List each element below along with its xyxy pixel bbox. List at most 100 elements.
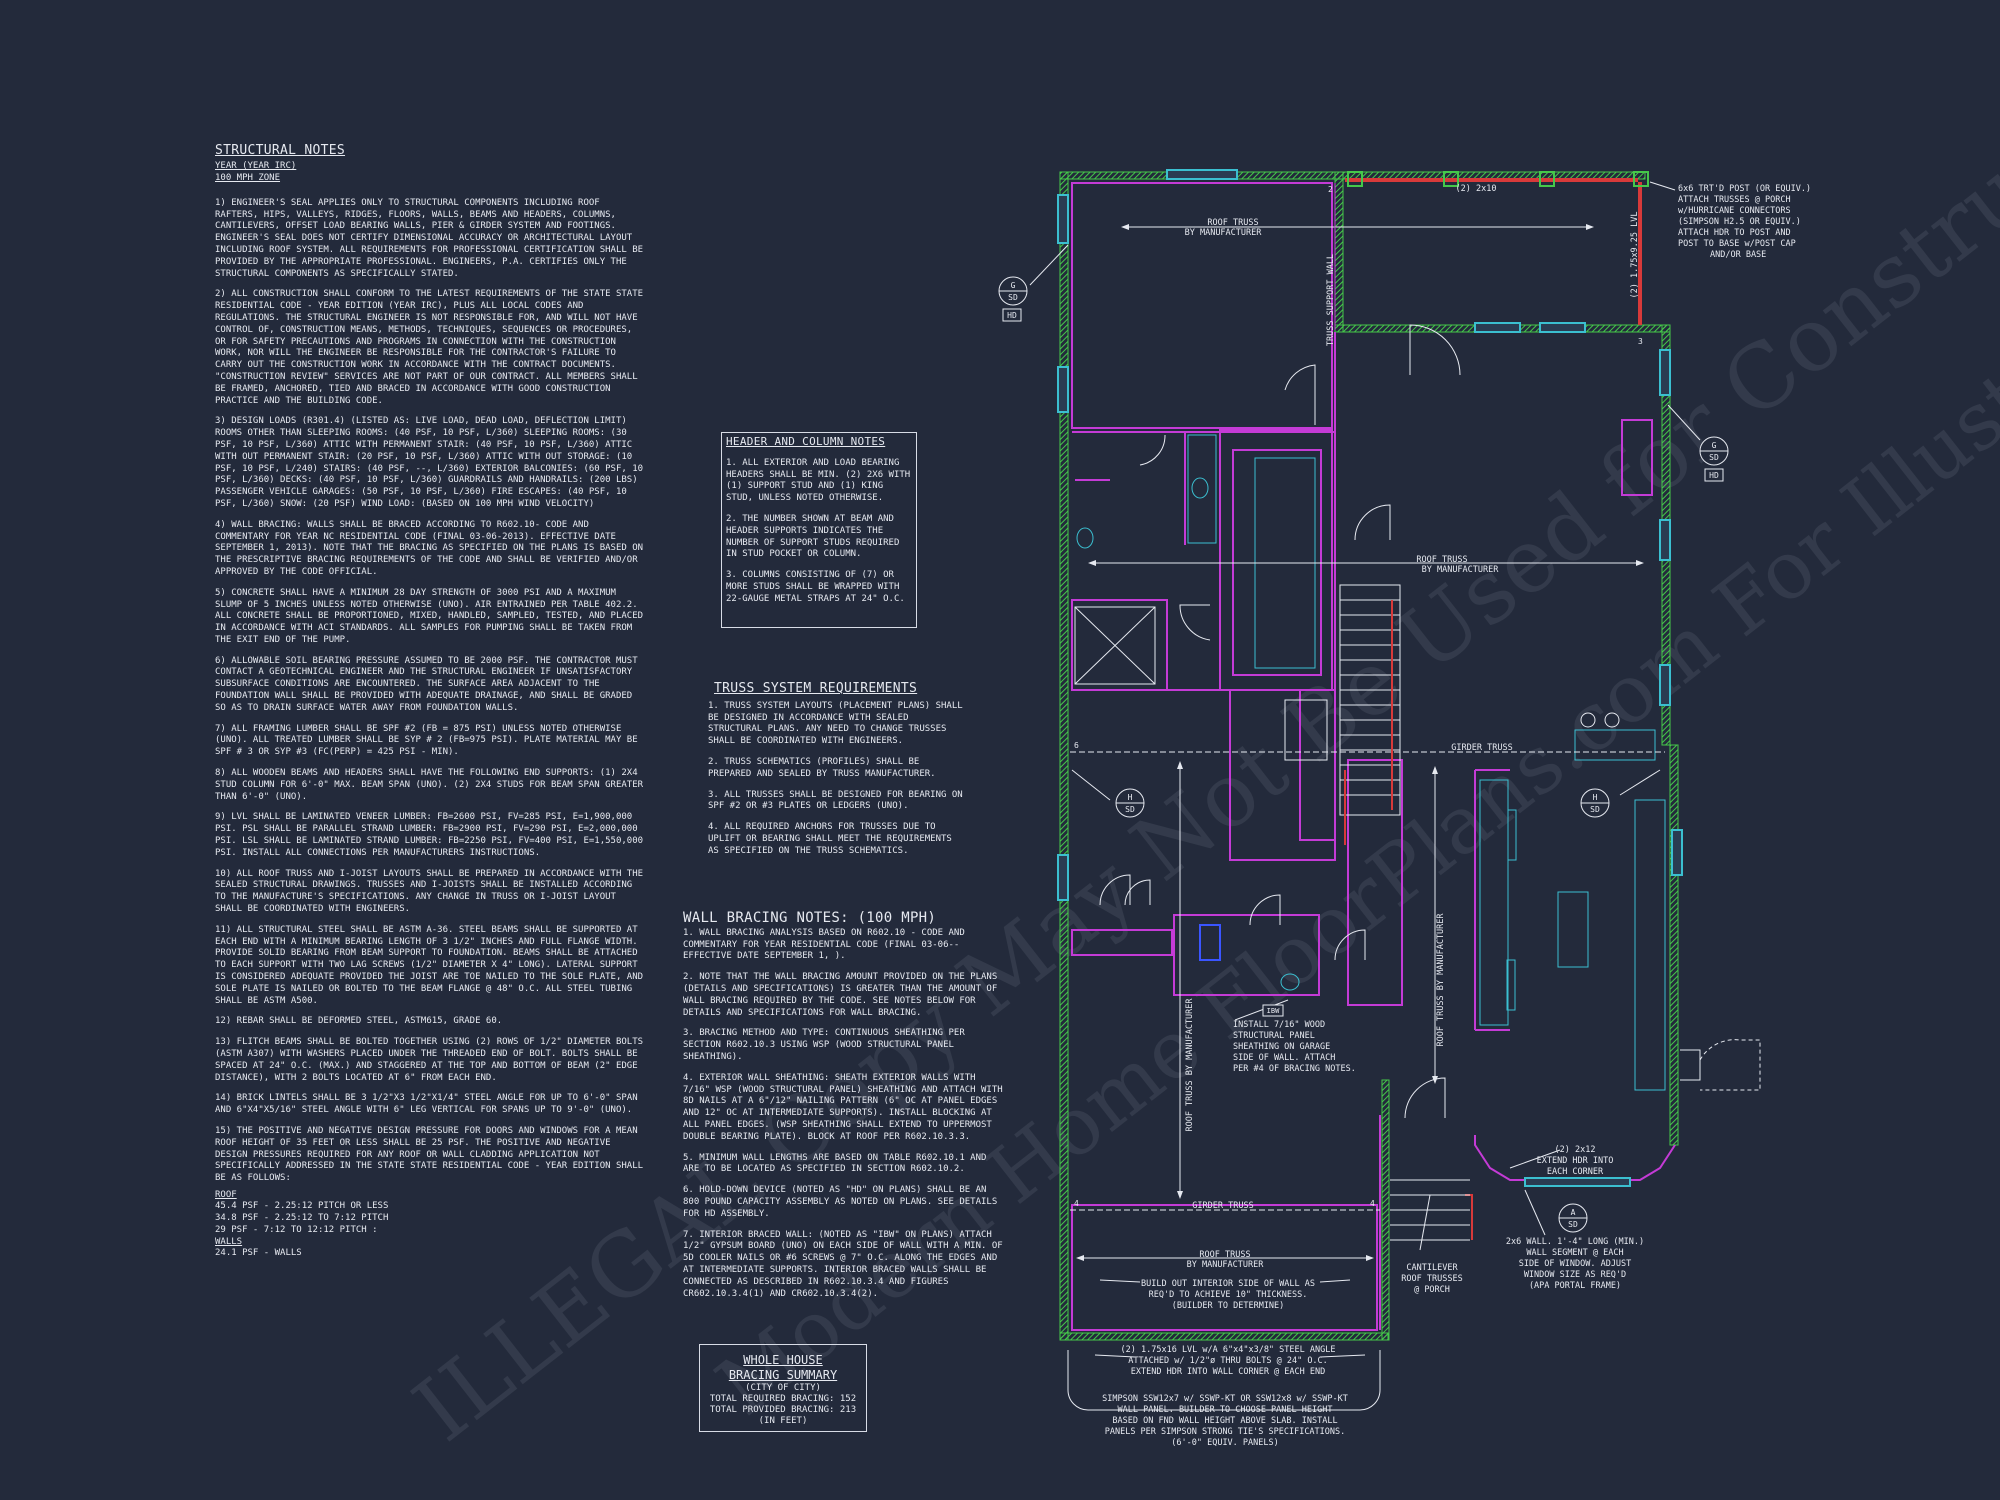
truss-requirements-title: TRUSS SYSTEM REQUIREMENTS — [714, 681, 918, 696]
svg-text:G: G — [1011, 281, 1016, 290]
svg-text:ROOF TRUSS: ROOF TRUSS — [1207, 218, 1258, 228]
svg-text:A: A — [1571, 1208, 1576, 1217]
svg-text:ROOF TRUSS: ROOF TRUSS — [1416, 555, 1467, 565]
svg-text:(2) 1.75x16 LVL w/A 6"x4"x3/8": (2) 1.75x16 LVL w/A 6"x4"x3/8" STEEL ANG… — [1121, 1345, 1336, 1355]
svg-text:(BUILDER TO DETERMINE): (BUILDER TO DETERMINE) — [1172, 1301, 1285, 1311]
truss-system-requirements: TRUSS SYSTEM REQUIREMENTS 1. TRUSS SYSTE… — [708, 681, 963, 867]
svg-text:SIDE OF WALL. ATTACH: SIDE OF WALL. ATTACH — [1233, 1053, 1335, 1063]
structural-note-2: 2) ALL CONSTRUCTION SHALL CONFORM TO THE… — [215, 289, 644, 406]
structural-note-4: 4) WALL BRACING: WALLS SHALL BE BRACED A… — [215, 519, 644, 577]
svg-text:H: H — [1128, 793, 1133, 802]
header-note-3: 3. COLUMNS CONSISTING OF (7) OR MORE STU… — [726, 570, 905, 604]
svg-text:STRUCTURAL PANEL: STRUCTURAL PANEL — [1233, 1031, 1315, 1041]
svg-text:AND/OR BASE: AND/OR BASE — [1710, 250, 1766, 260]
structural-note-7: 7) ALL FRAMING LUMBER SHALL BE SPF #2 (F… — [215, 723, 638, 758]
bracing-units: (IN FEET) — [758, 1416, 808, 1426]
structural-note-14: 14) BRICK LINTELS SHALL BE 3 1/2"x3 1/2"… — [215, 1093, 638, 1116]
svg-text:6x6 TRT'D POST (OR EQUIV.): 6x6 TRT'D POST (OR EQUIV.) — [1678, 184, 1811, 194]
simpson-callout: SIMPSON SSW12x7 w/ SSWP-KT OR SSW12x8 w/… — [1102, 1394, 1348, 1448]
truss-requirement-3: 3. ALL TRUSSES SHALL BE DESIGNED FOR BEA… — [708, 789, 963, 812]
structural-note-15: 15) THE POSITIVE AND NEGATIVE DESIGN PRE… — [215, 1125, 644, 1184]
wall-bracing-note-7: 7. INTERIOR BRACED WALL: (NOTED AS "IBW"… — [683, 1229, 1003, 1299]
bracing-summary-title: WHOLE HOUSE — [743, 1353, 823, 1367]
structural-notes: STRUCTURAL NOTES YEAR (YEAR IRC) 100 mph… — [215, 144, 645, 1260]
svg-text:6: 6 — [1074, 741, 1079, 750]
stair — [1339, 584, 1401, 845]
structural-note-13: 13) FLITCH BEAMS SHALL BE BOLTED TOGETHE… — [215, 1037, 644, 1083]
svg-text:EACH CORNER: EACH CORNER — [1547, 1167, 1604, 1177]
wall-bracing-notes: WALL BRACING NOTES: (100 MPH) 1. WALL BR… — [683, 910, 1003, 1309]
svg-text:POST TO BASE w/POST CAP: POST TO BASE w/POST CAP — [1678, 239, 1796, 249]
svg-text:WINDOW SIZE AS REQ'D: WINDOW SIZE AS REQ'D — [1524, 1270, 1626, 1280]
svg-text:GIRDER TRUSS: GIRDER TRUSS — [1192, 1201, 1253, 1211]
plan-numbers: 2 3 6 4 4 — [1074, 185, 1643, 1208]
svg-text:(6'-0" EQUIV. PANELS): (6'-0" EQUIV. PANELS) — [1171, 1438, 1278, 1448]
wall-bracing-note-2: 2. NOTE THAT THE WALL BRACING AMOUNT PRO… — [683, 972, 998, 1018]
svg-text:(2) 2x12: (2) 2x12 — [1555, 1145, 1596, 1155]
svg-text:4: 4 — [1370, 1199, 1375, 1208]
truss-requirement-4: 4. ALL REQUIRED ANCHORS FOR TRUSSES DUE … — [708, 822, 952, 856]
roof-pressure-line: 29 PSF - 7:12 TO 12:12 PITCH : — [215, 1224, 378, 1235]
install-callout: INSTALL 7/16" WOOD STRUCTURAL PANEL SHEA… — [1233, 1020, 1356, 1074]
wall-segment-callout: 2x6 WALL. 1'-4" LONG (MIN.) WALL SEGMENT… — [1506, 1237, 1644, 1291]
structural-note-8: 8) ALL WOODEN BEAMS AND HEADERS SHALL HA… — [215, 768, 644, 802]
bracing-required: TOTAL REQUIRED BRACING: 152 — [709, 1394, 857, 1404]
svg-text:CANTILEVER: CANTILEVER — [1406, 1263, 1458, 1273]
svg-text:INSTALL 7/16" WOOD: INSTALL 7/16" WOOD — [1233, 1020, 1325, 1030]
truss-span-arrows — [1070, 183, 1665, 1261]
svg-text:SD: SD — [1709, 453, 1719, 462]
wall-bracing-title: WALL BRACING NOTES: (100 MPH) — [683, 910, 937, 926]
section-tag-labels: G SD HD G SD HD H SD H SD A SD IBW — [1007, 281, 1719, 1229]
svg-text:EXTEND HDR INTO: EXTEND HDR INTO — [1537, 1156, 1614, 1166]
structural-note-12: 12) REBAR SHALL BE DEFORMED STEEL, ASTM6… — [215, 1016, 503, 1027]
svg-text:ATTACHED w/ 1/2"ø THRU BOLTS @: ATTACHED w/ 1/2"ø THRU BOLTS @ 24" O.C. — [1128, 1356, 1328, 1366]
svg-text:SD: SD — [1008, 293, 1018, 302]
svg-text:PER #4 OF BRACING NOTES.: PER #4 OF BRACING NOTES. — [1233, 1064, 1356, 1074]
leader-lines — [1029, 181, 1701, 1358]
structural-note-10: 10) ALL ROOF TRUSS AND I-JOIST LAYOUTS S… — [215, 868, 644, 915]
svg-text:w/HURRICANE CONNECTORS: w/HURRICANE CONNECTORS — [1678, 206, 1791, 216]
svg-text:BY MANUFACTURER: BY MANUFACTURER — [1422, 565, 1500, 575]
plan-labels: ROOF TRUSS BY MANUFACTURER ROOF TRUSS BY… — [1185, 184, 1640, 1270]
header-note-1: 1. ALL EXTERIOR AND LOAD BEARING HEADERS… — [726, 457, 911, 504]
wall-bracing-note-5: 5. MINIMUM WALL LENGTHS ARE BASED ON TAB… — [683, 1152, 987, 1175]
structural-note-11: 11) ALL STRUCTURAL STEEL SHALL BE ASTM A… — [215, 924, 644, 1006]
svg-text:BASED ON FND WALL HEIGHT ABOVE: BASED ON FND WALL HEIGHT ABOVE SLAB. INS… — [1112, 1416, 1337, 1426]
svg-text:BY MANUFACTURER: BY MANUFACTURER — [1185, 228, 1263, 238]
svg-text:WALL SEGMENT @ EACH: WALL SEGMENT @ EACH — [1526, 1248, 1623, 1258]
bracing-summary-box: WHOLE HOUSE BRACING SUMMARY (CITY OF CIT… — [699, 1344, 867, 1432]
svg-text:HD: HD — [1007, 311, 1017, 320]
porch-beam — [1345, 171, 1649, 1240]
header-column-notes-box: HEADER AND COLUMN NOTES 1. ALL EXTERIOR … — [721, 432, 917, 628]
svg-text:GIRDER TRUSS: GIRDER TRUSS — [1451, 743, 1512, 753]
svg-text:SIDE OF WINDOW. ADJUST: SIDE OF WINDOW. ADJUST — [1519, 1259, 1632, 1269]
build-out-callout: BUILD OUT INTERIOR SIDE OF WALL AS REQ'D… — [1141, 1279, 1315, 1311]
svg-text:ATTACH TRUSSES @ PORCH: ATTACH TRUSSES @ PORCH — [1678, 195, 1791, 205]
structural-note-1: 1) ENGINEER'S SEAL APPLIES ONLY TO STRUC… — [215, 197, 644, 279]
header-note-2: 2. THE NUMBER SHOWN AT BEAM AND HEADER S… — [726, 513, 900, 560]
truss-requirement-1: 1. TRUSS SYSTEM LAYOUTS (PLACEMENT PLANS… — [708, 700, 963, 747]
bracing-summary-city: (CITY OF CITY) — [745, 1383, 821, 1393]
structural-notes-zone: 100 mph ZONE — [215, 172, 281, 183]
svg-text:PANELS PER SIMPSON STRONG TIE': PANELS PER SIMPSON STRONG TIE'S SPECIFIC… — [1105, 1427, 1346, 1437]
svg-text:REQ'D TO ACHIEVE 10" THICKNESS: REQ'D TO ACHIEVE 10" THICKNESS. — [1149, 1290, 1308, 1300]
svg-text:BY MANUFACTURER: BY MANUFACTURER — [1187, 1260, 1265, 1270]
svg-text:ROOF TRUSS: ROOF TRUSS — [1199, 1250, 1250, 1260]
wall-bracing-note-3: 3. BRACING METHOD AND TYPE: CONTINUOUS S… — [683, 1028, 965, 1062]
svg-text:(2) 2x10: (2) 2x10 — [1456, 184, 1497, 194]
header-column-notes-title: HEADER AND COLUMN NOTES — [726, 435, 886, 448]
svg-text:ROOF TRUSS BY MANUFACTURER: ROOF TRUSS BY MANUFACTURER — [1185, 998, 1195, 1132]
wall-pressure-line: 24.1 PSF - WALLS — [215, 1248, 302, 1259]
front-porch — [1067, 1039, 1761, 1411]
svg-text:(SIMPSON H2.5 OR EQUIV.): (SIMPSON H2.5 OR EQUIV.) — [1678, 217, 1801, 227]
lvl-callout: (2) 1.75x16 LVL w/A 6"x4"x3/8" STEEL ANG… — [1121, 1345, 1336, 1377]
structural-note-3: 3) DESIGN LOADS (R301.4) (LISTED AS: LIV… — [215, 416, 644, 509]
bracing-summary-subtitle: BRACING SUMMARY — [728, 1368, 838, 1382]
svg-text:(2) 1.75x9.25 LVL: (2) 1.75x9.25 LVL — [1630, 212, 1640, 299]
structural-notes-year: YEAR (YEAR IRC) — [215, 160, 297, 171]
svg-text:4: 4 — [1074, 1199, 1079, 1208]
structural-note-9: 9) LVL SHALL BE LAMINATED VENEER LUMBER:… — [215, 812, 644, 858]
wall-bracing-note-6: 6. HOLD-DOWN DEVICE (NOTED AS "HD" ON PL… — [683, 1185, 998, 1219]
windows — [1057, 169, 1683, 1187]
svg-text:HD: HD — [1709, 471, 1719, 480]
